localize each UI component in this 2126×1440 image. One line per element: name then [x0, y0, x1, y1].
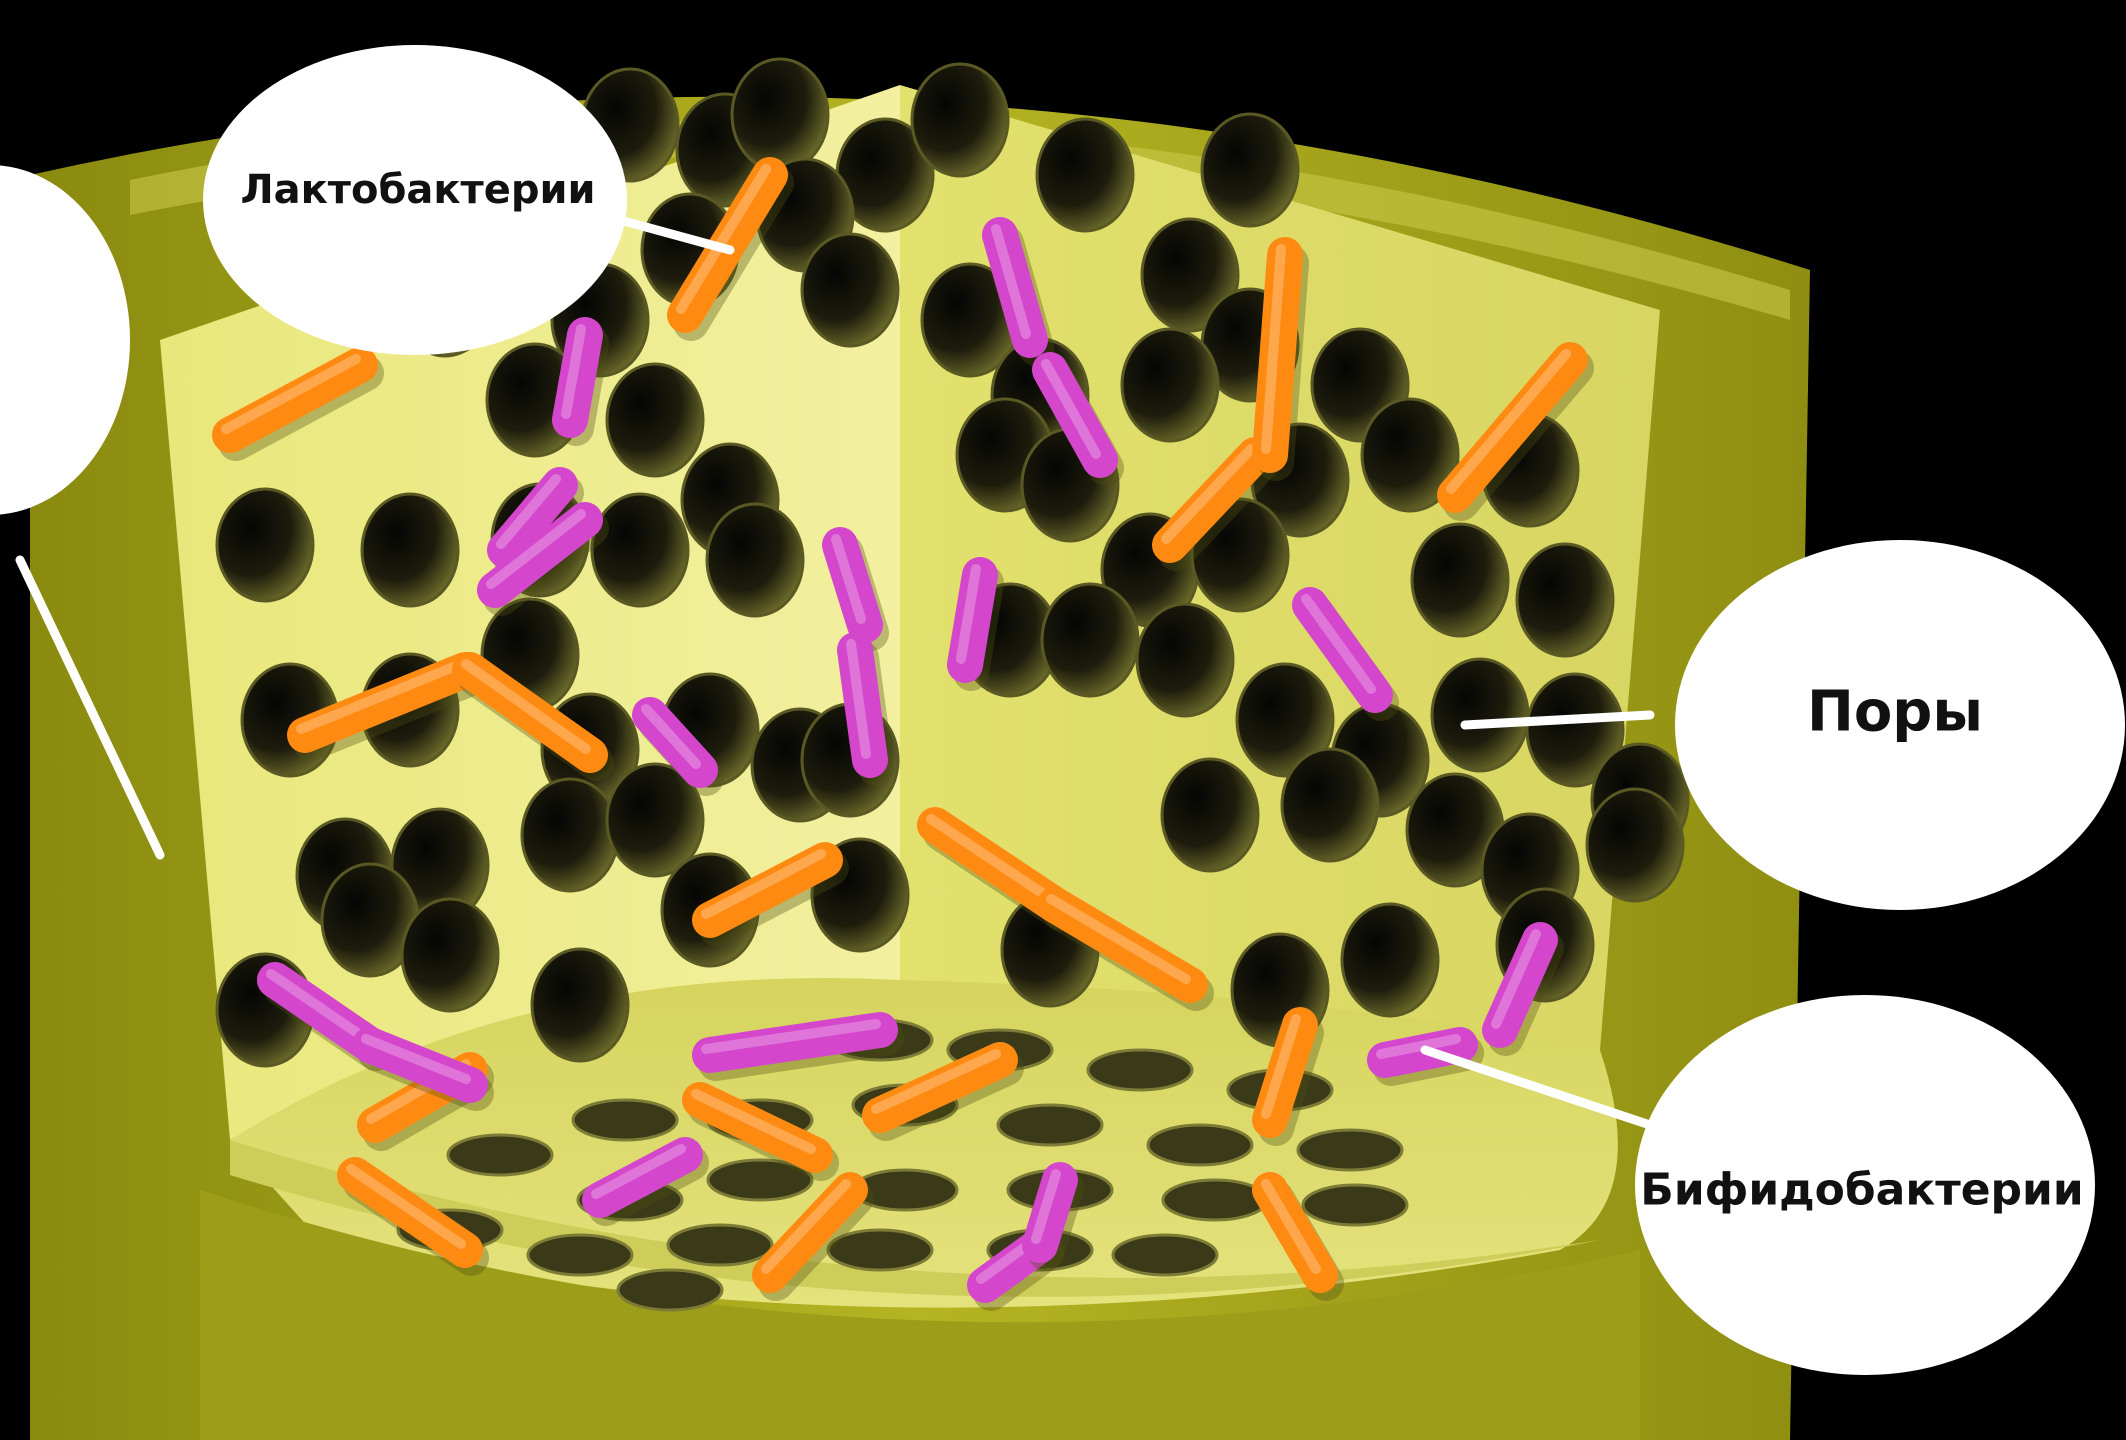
- pore: [1202, 114, 1298, 226]
- pore: [707, 504, 803, 616]
- floor-pore: [618, 1270, 722, 1310]
- pore: [532, 949, 628, 1061]
- pore: [522, 779, 618, 891]
- floor-pore: [1148, 1125, 1252, 1165]
- pore: [592, 494, 688, 606]
- lactobacteria-label: Лактобактерии: [240, 167, 595, 213]
- pore: [1282, 749, 1378, 861]
- pore: [1162, 759, 1258, 871]
- pore: [1037, 119, 1133, 231]
- floor-pore: [1303, 1185, 1407, 1225]
- floor-pore: [1113, 1235, 1217, 1275]
- pore: [607, 364, 703, 476]
- floor-pore: [998, 1105, 1102, 1145]
- floor-pore: [573, 1100, 677, 1140]
- floor-pore: [528, 1235, 632, 1275]
- bifidobacteria-label: Бифидобактерии: [1640, 1165, 2083, 1216]
- pores-label: Поры: [1807, 680, 1983, 745]
- floor-pore: [1298, 1130, 1402, 1170]
- pore: [1342, 904, 1438, 1016]
- pore: [402, 899, 498, 1011]
- pore: [732, 59, 828, 171]
- floor-pore: [448, 1135, 552, 1175]
- pore: [1517, 544, 1613, 656]
- pore: [1412, 524, 1508, 636]
- floor-pore: [668, 1225, 772, 1265]
- pore: [362, 494, 458, 606]
- floor-pore: [1163, 1180, 1267, 1220]
- pore: [1042, 584, 1138, 696]
- pore: [1587, 789, 1683, 901]
- pore: [912, 64, 1008, 176]
- pore: [1122, 329, 1218, 441]
- pore: [217, 489, 313, 601]
- pore: [1137, 604, 1233, 716]
- pore: [1432, 659, 1528, 771]
- pore: [802, 234, 898, 346]
- floor-pore: [1088, 1050, 1192, 1090]
